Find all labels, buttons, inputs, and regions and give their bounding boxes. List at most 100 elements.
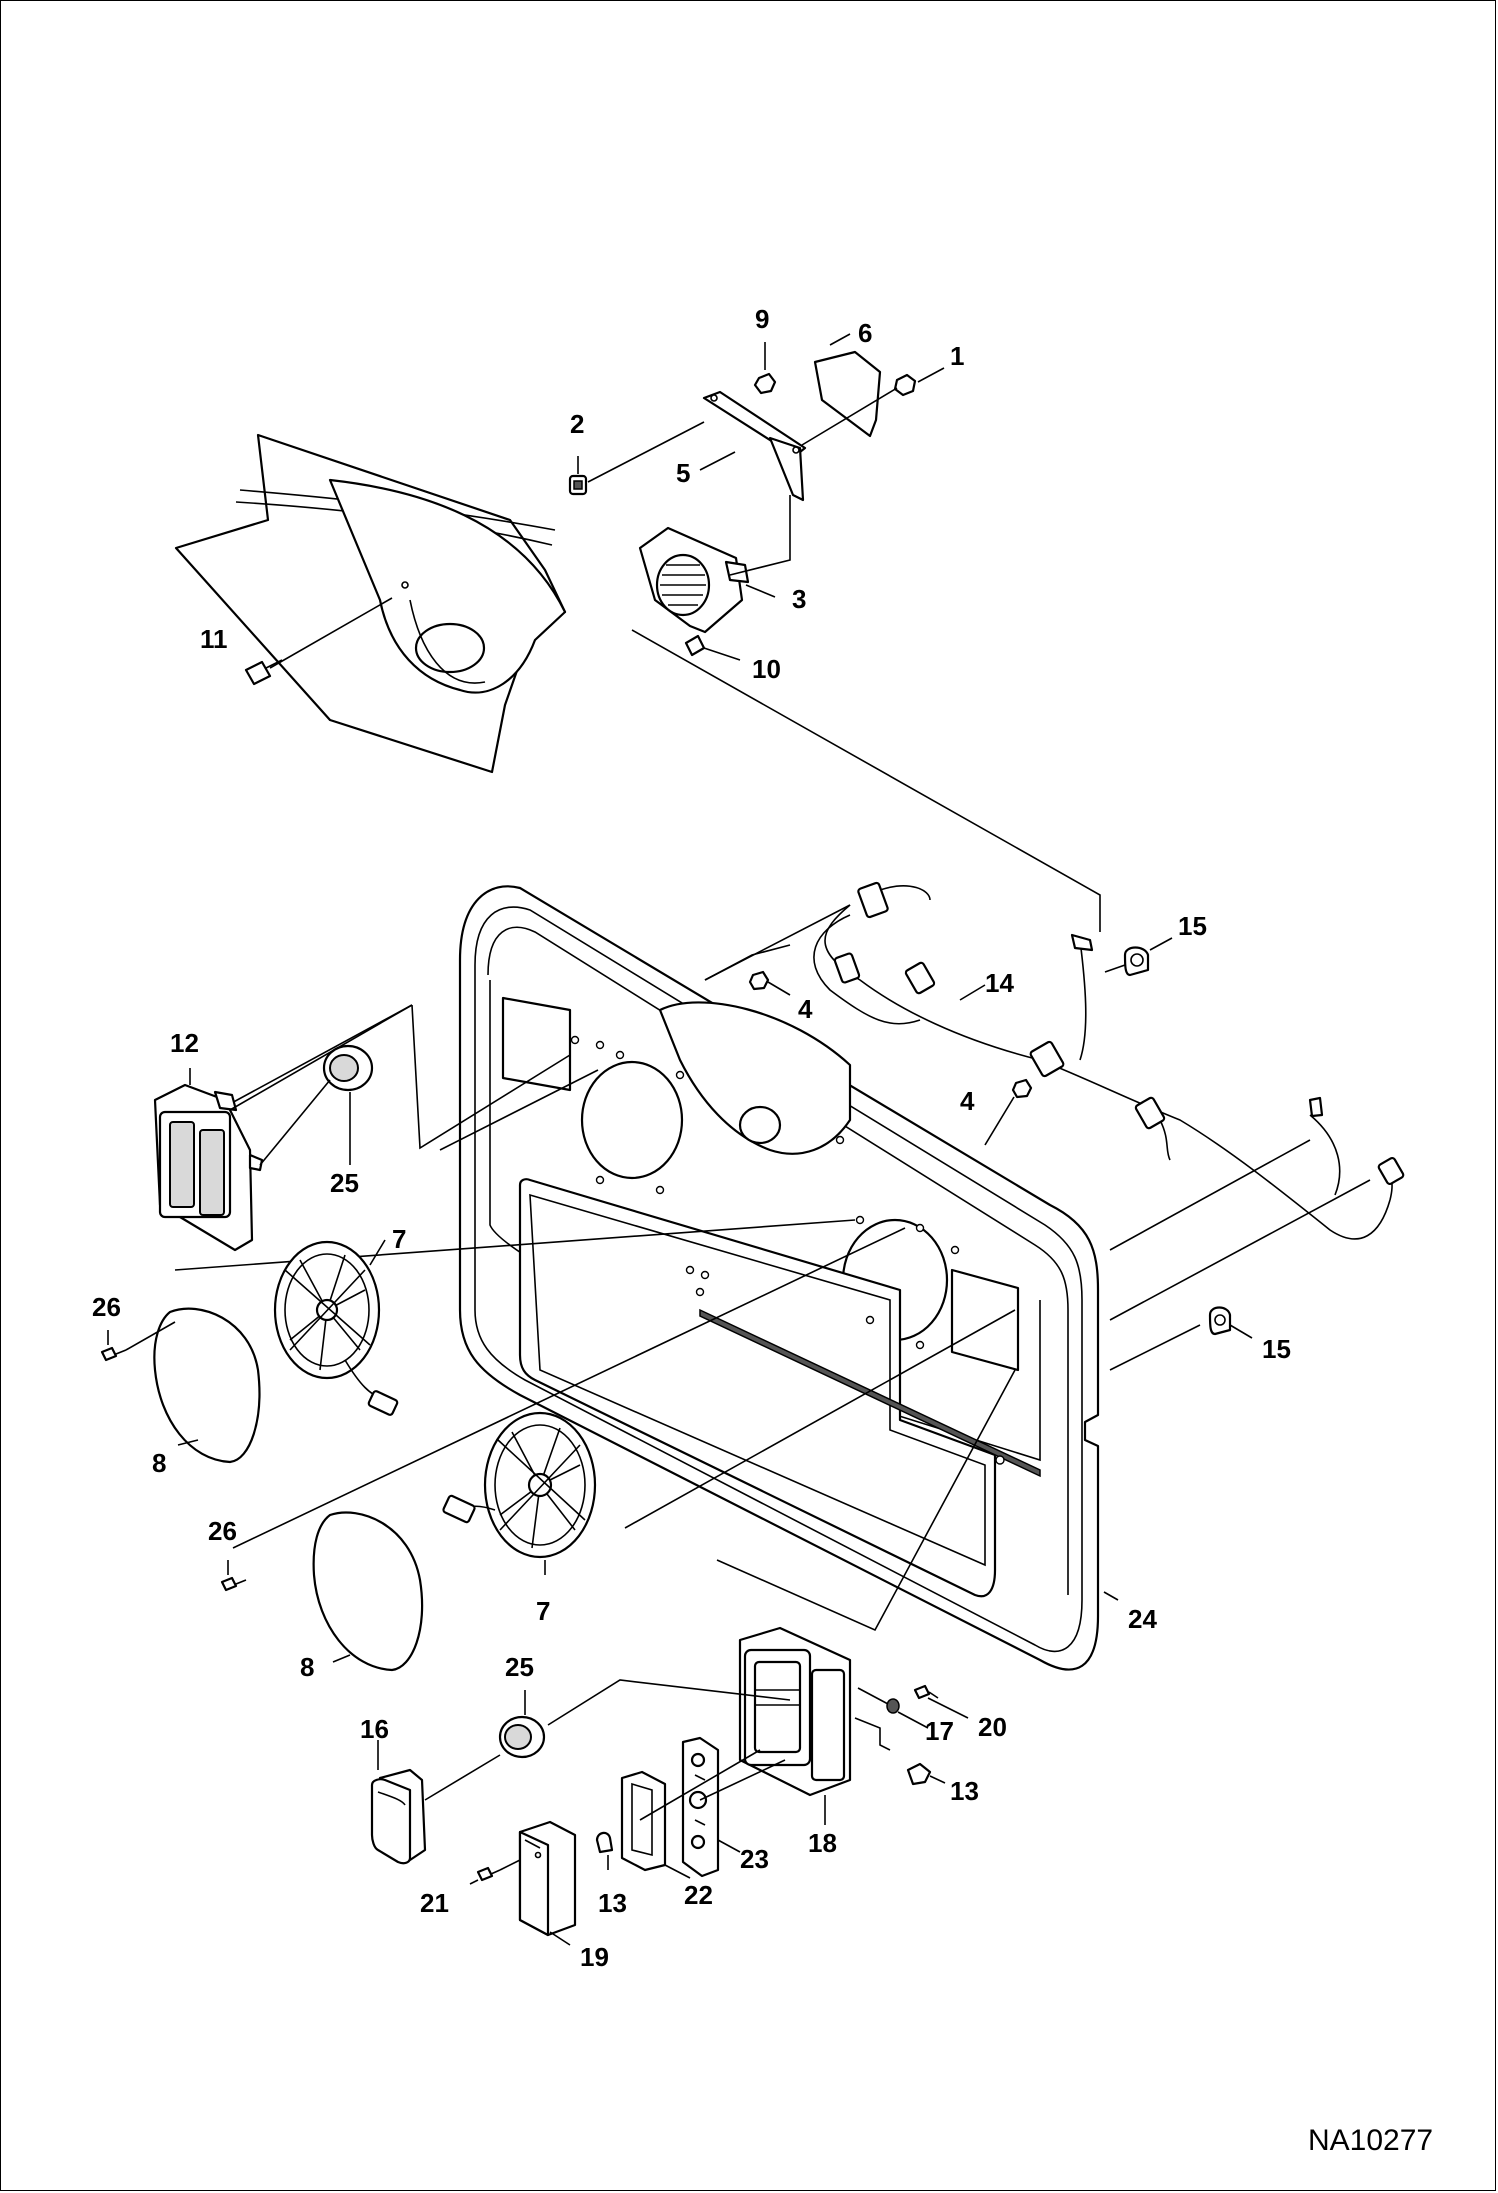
callout-11: 11 bbox=[200, 624, 228, 654]
callout-1: 1 bbox=[950, 341, 964, 371]
leader-22 bbox=[664, 1864, 691, 1879]
alarm-3 bbox=[638, 526, 750, 634]
leader-harness-panel2 bbox=[1109, 1139, 1311, 1251]
leader-1b bbox=[801, 387, 898, 446]
callout-13a: 13 bbox=[950, 1776, 979, 1806]
housing-18 bbox=[738, 1626, 852, 1797]
leader-21 bbox=[469, 1879, 479, 1885]
nut-9 bbox=[753, 372, 777, 395]
callout-6: 6 bbox=[858, 318, 872, 348]
callout-14: 14 bbox=[985, 968, 1014, 998]
callout-20: 20 bbox=[978, 1712, 1007, 1742]
leader-15a-b bbox=[1104, 964, 1126, 973]
leader-15b bbox=[1229, 1324, 1253, 1339]
grill-8b bbox=[312, 1511, 424, 1672]
callout-18: 18 bbox=[808, 1828, 837, 1858]
leader-11 bbox=[269, 597, 393, 669]
callout-13b: 13 bbox=[598, 1888, 627, 1918]
callout-2: 2 bbox=[570, 409, 584, 439]
leader-26a bbox=[125, 1321, 176, 1351]
bracket-23 bbox=[681, 1736, 720, 1878]
callout-8a: 8 bbox=[152, 1448, 166, 1478]
bracket-5 bbox=[702, 390, 807, 502]
leader-20 bbox=[927, 1697, 969, 1719]
fan-7b bbox=[442, 1411, 597, 1559]
leader-16-b bbox=[424, 1754, 501, 1801]
bolt-10 bbox=[684, 634, 706, 657]
drawing-number: NA10277 bbox=[1308, 2124, 1433, 2157]
plate-6 bbox=[813, 350, 882, 438]
callout-12: 12 bbox=[170, 1028, 199, 1058]
rear-panel-24 bbox=[458, 885, 1100, 1671]
callout-15b: 15 bbox=[1262, 1334, 1291, 1364]
leader-22-b bbox=[639, 1749, 761, 1821]
leader-21-b bbox=[499, 1859, 521, 1871]
leader-10 bbox=[703, 647, 741, 661]
screw-26a bbox=[100, 1346, 127, 1362]
callout-26a: 26 bbox=[92, 1292, 121, 1322]
nut-4a bbox=[748, 970, 770, 991]
callout-23: 23 bbox=[740, 1844, 769, 1874]
leader-13a bbox=[929, 1775, 946, 1784]
bulb-13b bbox=[595, 1831, 614, 1854]
callout-7b: 7 bbox=[536, 1596, 550, 1626]
callout-5: 5 bbox=[676, 458, 690, 488]
gasket-22 bbox=[620, 1770, 667, 1872]
callout-24: 24 bbox=[1128, 1604, 1157, 1634]
leader-25b-b bbox=[547, 1679, 791, 1726]
callout-16: 16 bbox=[360, 1714, 389, 1744]
leader-3 bbox=[745, 584, 776, 598]
leader-panel-12 bbox=[411, 1004, 571, 1150]
leader-panel-12b bbox=[227, 1004, 413, 1106]
clip-15b bbox=[1208, 1306, 1232, 1336]
grommet-2 bbox=[568, 474, 588, 496]
leader-19 bbox=[549, 1931, 571, 1946]
leader-harness-panel3 bbox=[1109, 1179, 1371, 1321]
leader-alarm-to-harness bbox=[631, 629, 1101, 932]
screw-20 bbox=[913, 1684, 939, 1700]
leader-4b bbox=[984, 1096, 1015, 1146]
leader-panel-fan2 bbox=[624, 1309, 1016, 1529]
callout-9: 9 bbox=[755, 304, 769, 334]
callout-19: 19 bbox=[580, 1942, 609, 1972]
callout-25a: 25 bbox=[330, 1168, 359, 1198]
wire-harness-14 bbox=[813, 881, 1405, 1240]
leader-harness-panel4 bbox=[1109, 1324, 1201, 1371]
screw-26b bbox=[220, 1576, 247, 1592]
leader-2b bbox=[587, 421, 705, 483]
leader-7a bbox=[369, 1239, 386, 1266]
leader-25a-b bbox=[259, 1079, 331, 1166]
leader-24 bbox=[1103, 1591, 1119, 1601]
leader-grill2 bbox=[232, 1227, 906, 1549]
leader-14 bbox=[959, 984, 986, 1001]
callout-25b: 25 bbox=[505, 1652, 534, 1682]
callout-4b: 4 bbox=[960, 1086, 975, 1116]
nut-4b bbox=[1011, 1078, 1033, 1099]
screw-11 bbox=[244, 659, 283, 686]
callout-4a: 4 bbox=[798, 994, 813, 1024]
lens-19 bbox=[518, 1820, 577, 1937]
leader-4a-b bbox=[704, 944, 791, 981]
leader-15a bbox=[1149, 937, 1173, 951]
callout-17: 17 bbox=[925, 1716, 954, 1746]
callout-labels: 1 2 3 4 4 5 6 7 7 8 8 9 10 11 12 13 13 1… bbox=[92, 304, 1291, 1972]
leader-18-b bbox=[854, 1717, 891, 1751]
callout-10: 10 bbox=[752, 654, 781, 684]
clip-15a bbox=[1123, 946, 1150, 977]
fan-7a bbox=[273, 1240, 399, 1416]
grill-8a bbox=[153, 1307, 261, 1464]
grommet-25a bbox=[322, 1044, 374, 1092]
nut-1 bbox=[893, 373, 917, 397]
light-12 bbox=[153, 1083, 264, 1252]
washer-17 bbox=[886, 1698, 900, 1714]
lamp-16 bbox=[370, 1768, 427, 1865]
leader-23-b bbox=[699, 1759, 786, 1801]
leader-12-panel bbox=[229, 1004, 413, 1111]
leader-5 bbox=[699, 451, 736, 471]
callout-21: 21 bbox=[420, 1888, 449, 1918]
cab-roof-section bbox=[174, 433, 567, 774]
grommet-25b bbox=[498, 1715, 546, 1759]
leader-8a bbox=[177, 1439, 199, 1446]
